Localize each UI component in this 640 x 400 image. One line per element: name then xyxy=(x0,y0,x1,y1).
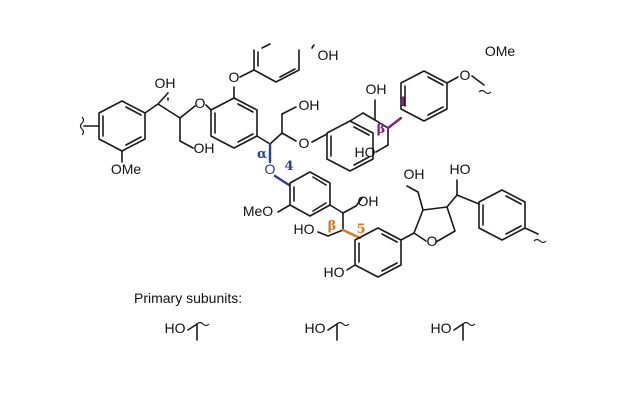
hydroxyl-label-furan-alpha: HO xyxy=(450,161,471,177)
methoxy-label-cut: OMe xyxy=(485,43,516,59)
hydroxyl-label-e-alpha: OH xyxy=(358,193,379,209)
ring-e: MeO xyxy=(243,171,344,219)
alpha-label: α xyxy=(257,147,267,162)
alpha-o-4-linkage: O α 4 xyxy=(257,142,294,187)
ether-oxygen-a: O xyxy=(195,95,206,111)
beta-label-5: β xyxy=(328,219,337,234)
subunit-1-wavy-bond xyxy=(196,321,210,327)
hydroxyl-label-a-gamma: OH xyxy=(194,140,215,156)
ring-b: O xyxy=(205,69,271,149)
subunit-2-hydroxyl-label: HO xyxy=(305,320,326,336)
ether-oxygen-b-top: O xyxy=(229,69,240,85)
ether-oxygen-alpha-o-4: O xyxy=(265,161,276,177)
hydroxyl-label-central-gamma: OH xyxy=(299,97,320,113)
truncation-wavy-left xyxy=(79,116,85,136)
ether-oxygen-central: O xyxy=(299,135,310,151)
hydroxyl-label-top-cut: OH xyxy=(318,47,339,63)
position-1-label: 1 xyxy=(398,95,407,110)
ring-d: O OMe xyxy=(400,43,516,122)
hydroxyl-label-e-gamma: HO xyxy=(294,221,315,237)
furan-oxygen: O xyxy=(427,233,438,249)
ring-f: HO xyxy=(324,227,415,280)
ring-g xyxy=(478,189,547,244)
subunit-3-hydroxyl-label: HO xyxy=(431,320,452,336)
subunit-3-wavy-bond xyxy=(462,321,476,327)
ring-c xyxy=(326,112,374,172)
position-5-label: 5 xyxy=(356,222,365,237)
truncation-wavy-right-top xyxy=(478,89,492,95)
position-4-label: 4 xyxy=(284,159,293,174)
hydroxyl-label-furan-ch2: OH xyxy=(404,166,425,182)
hydroxyl-label-f-phenol: HO xyxy=(324,264,345,280)
subunit-fragment-3: HO xyxy=(431,320,476,341)
beta-label-1: β xyxy=(377,122,386,137)
subunit-2-wavy-bond xyxy=(336,321,350,327)
ring-a-side-chain: OH O OH xyxy=(155,75,215,156)
hydroxyl-label-a-alpha: OH xyxy=(155,75,176,91)
methoxy-label-e: MeO xyxy=(243,203,273,219)
methoxy-label-a: OMe xyxy=(111,161,142,177)
central-side-chain: O OH xyxy=(269,97,328,151)
subunit-fragment-2: HO xyxy=(305,320,350,341)
ring-top-partial: OH xyxy=(239,43,339,83)
tetrahydrofuran-ring: O OH HO xyxy=(404,161,480,249)
ether-oxygen-d: O xyxy=(460,67,471,83)
hydroxyl-label-c-alpha: OH xyxy=(366,81,387,97)
truncation-wavy-right-bottom xyxy=(533,238,547,244)
subunit-fragment-1: HO xyxy=(165,320,210,341)
primary-subunits-caption: Primary subunits: xyxy=(134,290,242,306)
subunit-1-hydroxyl-label: HO xyxy=(165,320,186,336)
hydroxyl-label-c-gamma: HO xyxy=(355,144,376,160)
ring-a: OMe xyxy=(79,100,159,177)
ring-c-side-chain: OH HO β 1 xyxy=(355,81,408,160)
ring-e-side-chain: OH HO β 5 xyxy=(294,193,379,240)
